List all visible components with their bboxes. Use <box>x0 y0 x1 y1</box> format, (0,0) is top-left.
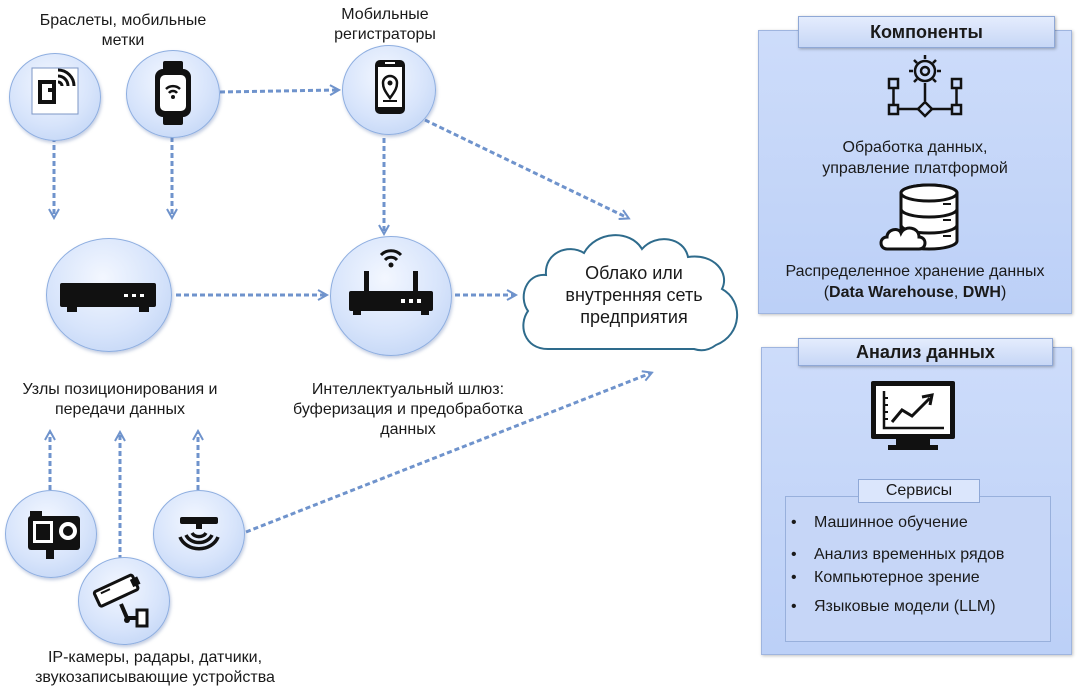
gateway-node <box>330 236 452 356</box>
processing-text: Обработка данных, управление платформой <box>822 139 1008 177</box>
action-camera-icon <box>28 511 80 559</box>
service-item: Компьютерное зрение <box>791 568 980 588</box>
database-cloud-icon <box>879 183 959 251</box>
mobile-recorders-label: Мобильные регистраторы <box>334 6 436 43</box>
services-title: Сервисы <box>858 479 980 503</box>
storage-comma: , <box>953 284 963 301</box>
storage-paren-close: ) <box>1000 284 1007 301</box>
arrow-recorder-to-cloud <box>424 118 628 218</box>
service-item: Языковые модели (LLM) <box>791 597 996 617</box>
positioning-nodes-label: Узлы позиционирования и передачи данных <box>22 381 218 418</box>
cctv-camera-icon <box>92 573 149 628</box>
storage-text: Распределенное хранение данных (Data War… <box>765 261 1065 303</box>
analysis-panel: Машинное обучение Анализ временных рядов… <box>761 347 1072 655</box>
action-camera-node <box>5 490 97 578</box>
flowchart-gear-icon <box>887 55 963 118</box>
components-title: Компоненты <box>798 16 1055 48</box>
smartwatch-icon <box>155 61 191 125</box>
mobile-recorder-node <box>342 45 436 135</box>
services-box: Машинное обучение Анализ временных рядов… <box>785 496 1051 642</box>
positioning-node <box>46 238 172 352</box>
service-item: Анализ временных рядов <box>791 545 1004 565</box>
storage-paren-open: ( <box>823 284 830 301</box>
bracelets-label: Браслеты, мобильные метки <box>39 12 207 49</box>
sensors-label: IP-камеры, радары, датчики, звукозаписыв… <box>35 649 275 686</box>
smartwatch-node <box>126 50 220 138</box>
cloud-label: Облако или внутренняя сеть предприятия <box>565 263 703 327</box>
arrow-watch-to-recorder <box>219 90 338 92</box>
storage-dwh-full: Data Warehouse <box>829 284 954 301</box>
arrow-radar-to-cloud <box>245 373 651 534</box>
storage-line1: Распределенное хранение данных <box>785 263 1045 280</box>
gateway-label: Интеллектуальный шлюз: буферизация и пре… <box>293 381 523 438</box>
service-item: Машинное обучение <box>791 513 968 533</box>
cctv-camera-node <box>78 557 170 645</box>
cloud-shape <box>522 234 738 352</box>
analysis-title: Анализ данных <box>798 338 1053 366</box>
monitor-chart-icon <box>871 381 955 450</box>
phone-location-icon <box>375 60 405 114</box>
set-top-box-icon <box>60 283 156 312</box>
radar-sensor-icon <box>178 517 220 551</box>
wifi-router-icon <box>349 249 433 315</box>
components-panel: Обработка данных, управление платформой … <box>758 30 1072 314</box>
nfc-tag-node <box>9 53 101 141</box>
radar-sensor-node <box>153 490 245 578</box>
nfc-tag-icon <box>31 67 79 115</box>
storage-dwh-short: DWH <box>962 284 1001 301</box>
